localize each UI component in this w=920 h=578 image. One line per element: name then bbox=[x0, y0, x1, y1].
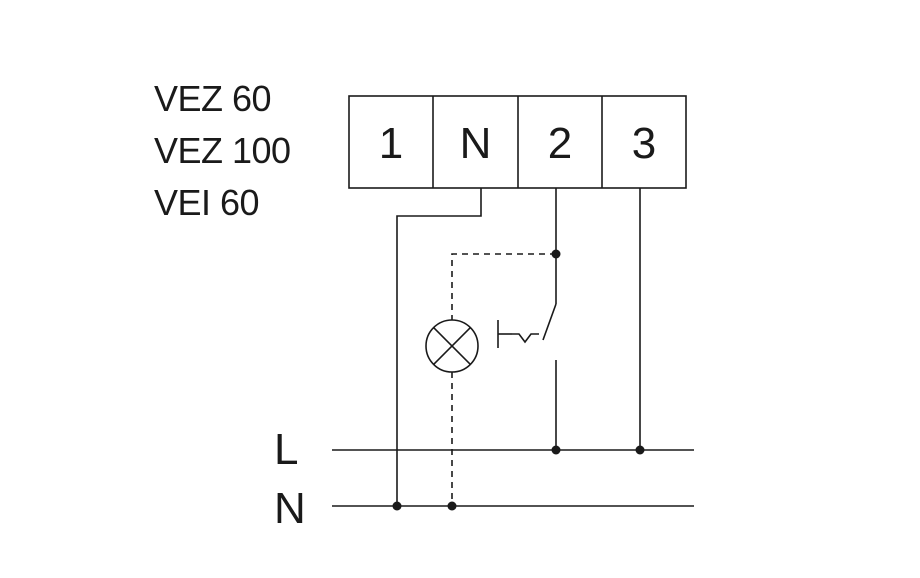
junction-dot bbox=[392, 501, 402, 511]
terminal-label: 1 bbox=[379, 119, 403, 168]
terminal-label: 3 bbox=[632, 119, 656, 168]
lamp-wire-dashed bbox=[451, 253, 556, 320]
junction-dot bbox=[551, 249, 561, 259]
terminal-label: 2 bbox=[548, 119, 572, 168]
lamp-icon bbox=[425, 319, 479, 373]
pushbutton-switch-icon bbox=[497, 320, 539, 348]
switch-contact bbox=[542, 303, 557, 341]
terminal-label: N bbox=[460, 119, 492, 168]
rail-label-n: N bbox=[274, 484, 306, 533]
wire-terminal-n bbox=[396, 188, 482, 506]
junction-dot bbox=[551, 445, 561, 455]
junction-dot bbox=[447, 501, 457, 511]
model-label-vei60: VEI 60 bbox=[154, 182, 260, 223]
rail-label-l: L bbox=[274, 425, 299, 474]
model-label-vez100: VEZ 100 bbox=[154, 130, 291, 171]
junction-dot bbox=[635, 445, 645, 455]
model-label-vez60: VEZ 60 bbox=[154, 78, 272, 119]
